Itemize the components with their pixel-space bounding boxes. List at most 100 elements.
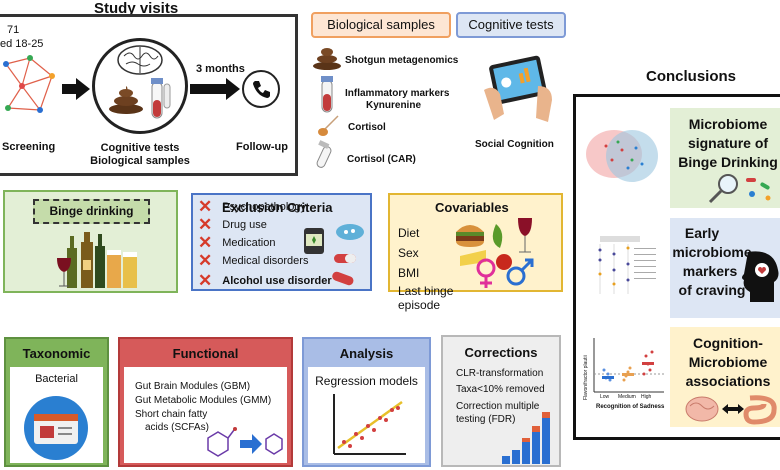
analysis-body-text: Regression models: [315, 374, 418, 388]
exclusion-item-label: Psychopathology: [222, 200, 307, 213]
brain-gut-axis-icon: [685, 395, 777, 425]
conclusions-title: Conclusions: [646, 68, 737, 85]
conclusion-2-line-1: Early: [684, 225, 720, 241]
cross-icon: ✕: [198, 197, 213, 216]
conclusion-1-line-1: Microbiome: [688, 116, 768, 132]
correction-item-clr: CLR-transformation: [456, 368, 544, 379]
analysis-title: Analysis: [339, 346, 394, 361]
participant-count: 71: [7, 24, 20, 36]
taxonomic-title: Taxonomic: [22, 346, 91, 361]
covariable-bmi: BMI: [398, 266, 420, 280]
cross-icon: ✕: [198, 215, 213, 234]
sample-cortisol-car: Cortisol (CAR): [347, 154, 416, 165]
covariable-diet: Diet: [398, 226, 420, 240]
sample-cortisol: Cortisol: [348, 122, 386, 133]
mini-category-low: Low: [600, 394, 610, 400]
brain-icon: [117, 45, 163, 75]
molecule-icon: [207, 427, 283, 457]
biological-samples-header-text: Biological samples: [327, 17, 435, 32]
exclusion-item: ✕ Medical disorders: [198, 252, 308, 269]
stacked-bars-icon: [502, 412, 550, 464]
functional-title: Functional: [172, 346, 239, 361]
exclusion-item: ✕ Psychopathology: [198, 198, 306, 215]
arrow-right-icon: [62, 78, 90, 100]
exclusion-item-label: Medication: [222, 236, 276, 249]
sample-kynurenine: Kynurenine: [366, 100, 422, 111]
stool-sample-icon: [313, 48, 341, 70]
correction-item-fdr: Correction multiple: [456, 401, 540, 412]
medication-icon: [304, 224, 364, 286]
visit-cognitive-tests-label: Cognitive tests: [100, 142, 180, 154]
blood-tube-icon: [151, 78, 171, 119]
covariables-title: Covariables: [435, 200, 509, 215]
conclusion-3-line-1: Cognition-: [693, 335, 763, 351]
biological-samples-header: Biological samples: [311, 12, 451, 38]
participant-age: ed 18-25: [0, 38, 44, 50]
binge-drinking-label: Binge drinking: [49, 204, 134, 218]
exclusion-item-label: Drug use: [222, 218, 267, 231]
exclusion-item: ✕ Drug use: [198, 216, 267, 233]
exclusion-item-label: Alcohol use disorder: [222, 274, 332, 287]
functional-item-gbm: Gut Brain Modules (GBM): [135, 381, 251, 392]
conclusions-panel: [573, 94, 780, 440]
conclusion-2-line-4: of craving: [678, 282, 746, 298]
covariable-sex: Sex: [398, 246, 419, 260]
alcohol-bottles-icon: [57, 232, 137, 288]
saliva-swab-icon: [318, 115, 339, 136]
saliva-tube-icon: [316, 140, 332, 168]
blood-tube-icon: [321, 76, 333, 113]
social-cognition-label: Social Cognition: [475, 139, 554, 150]
interval-label: 3 months: [196, 63, 245, 75]
followup-label: Follow-up: [236, 141, 288, 153]
cognitive-tests-header-text: Cognitive tests: [468, 17, 554, 32]
corrections-title: Corrections: [464, 345, 538, 360]
tablet-icon: [484, 55, 552, 122]
conclusion-3-line-3: associations: [685, 373, 771, 389]
scatter-plot-image: [593, 338, 664, 393]
screening-network-icon: [3, 55, 55, 113]
exclusion-criteria-title: Exclusion Criteria: [222, 200, 333, 215]
visit-biological-samples-label: Biological samples: [90, 155, 190, 167]
taxonomic-body-text: Bacterial: [35, 373, 78, 385]
regression-plot-icon: [333, 394, 406, 455]
magnifier-bacteria-icon: [708, 174, 771, 204]
exclusion-item-alcohol: ✕ Alcohol use disorder: [198, 272, 332, 289]
head-craving-icon: [742, 251, 779, 302]
mini-xlabel: Recognition of Sadness: [596, 404, 665, 410]
functional-body: [124, 367, 287, 463]
cross-icon: ✕: [198, 251, 213, 270]
correction-item-fdr-cont: testing (FDR): [456, 414, 516, 425]
phone-circle: [242, 70, 280, 108]
covariable-last-binge: Last binge: [398, 284, 454, 298]
exclusion-item-label: Medical disorders: [222, 254, 309, 267]
conclusion-1-line-2: signature of: [687, 135, 769, 151]
mini-ylabel: Flavonifractor plautii: [583, 355, 589, 400]
sex-symbols-icon: [476, 258, 534, 288]
binge-drinking-label-box: Binge drinking: [33, 199, 150, 224]
visit-circle: [92, 38, 188, 134]
mini-category-medium: Medium: [618, 394, 636, 400]
phone-icon: [253, 81, 270, 98]
screening-label: Screening: [2, 141, 56, 153]
functional-item-gmm: Gut Metabolic Modules (GMM): [135, 395, 272, 406]
conclusion-2-line-2: microbiome: [672, 244, 752, 260]
corrections-panel: [441, 335, 561, 467]
arrow-right-icon: [190, 78, 240, 100]
cross-icon: ✕: [198, 271, 213, 290]
biomarker-table-image: [580, 234, 662, 304]
conclusion-2-line-3: markers: [682, 263, 738, 279]
food-icons: [456, 218, 532, 270]
exclusion-item: ✕ Medication: [198, 234, 275, 251]
sample-inflammatory-markers: Inflammatory markers: [345, 88, 450, 99]
conclusion-1-line-3: Binge Drinking: [678, 154, 778, 170]
stool-sample-icon: [109, 86, 143, 114]
mini-category-high: High: [641, 394, 652, 400]
covariable-episode: episode: [398, 298, 441, 312]
id-badge-icon: [24, 396, 88, 460]
cross-icon: ✕: [198, 233, 213, 252]
functional-item-scfa: Short chain fatty: [135, 409, 208, 420]
conclusion-3-line-2: Microbiome: [688, 354, 768, 370]
functional-item-scfa-cont: acids (SCFAs): [145, 422, 209, 433]
analysis-body: [308, 367, 425, 463]
covariables-panel: [388, 193, 563, 292]
